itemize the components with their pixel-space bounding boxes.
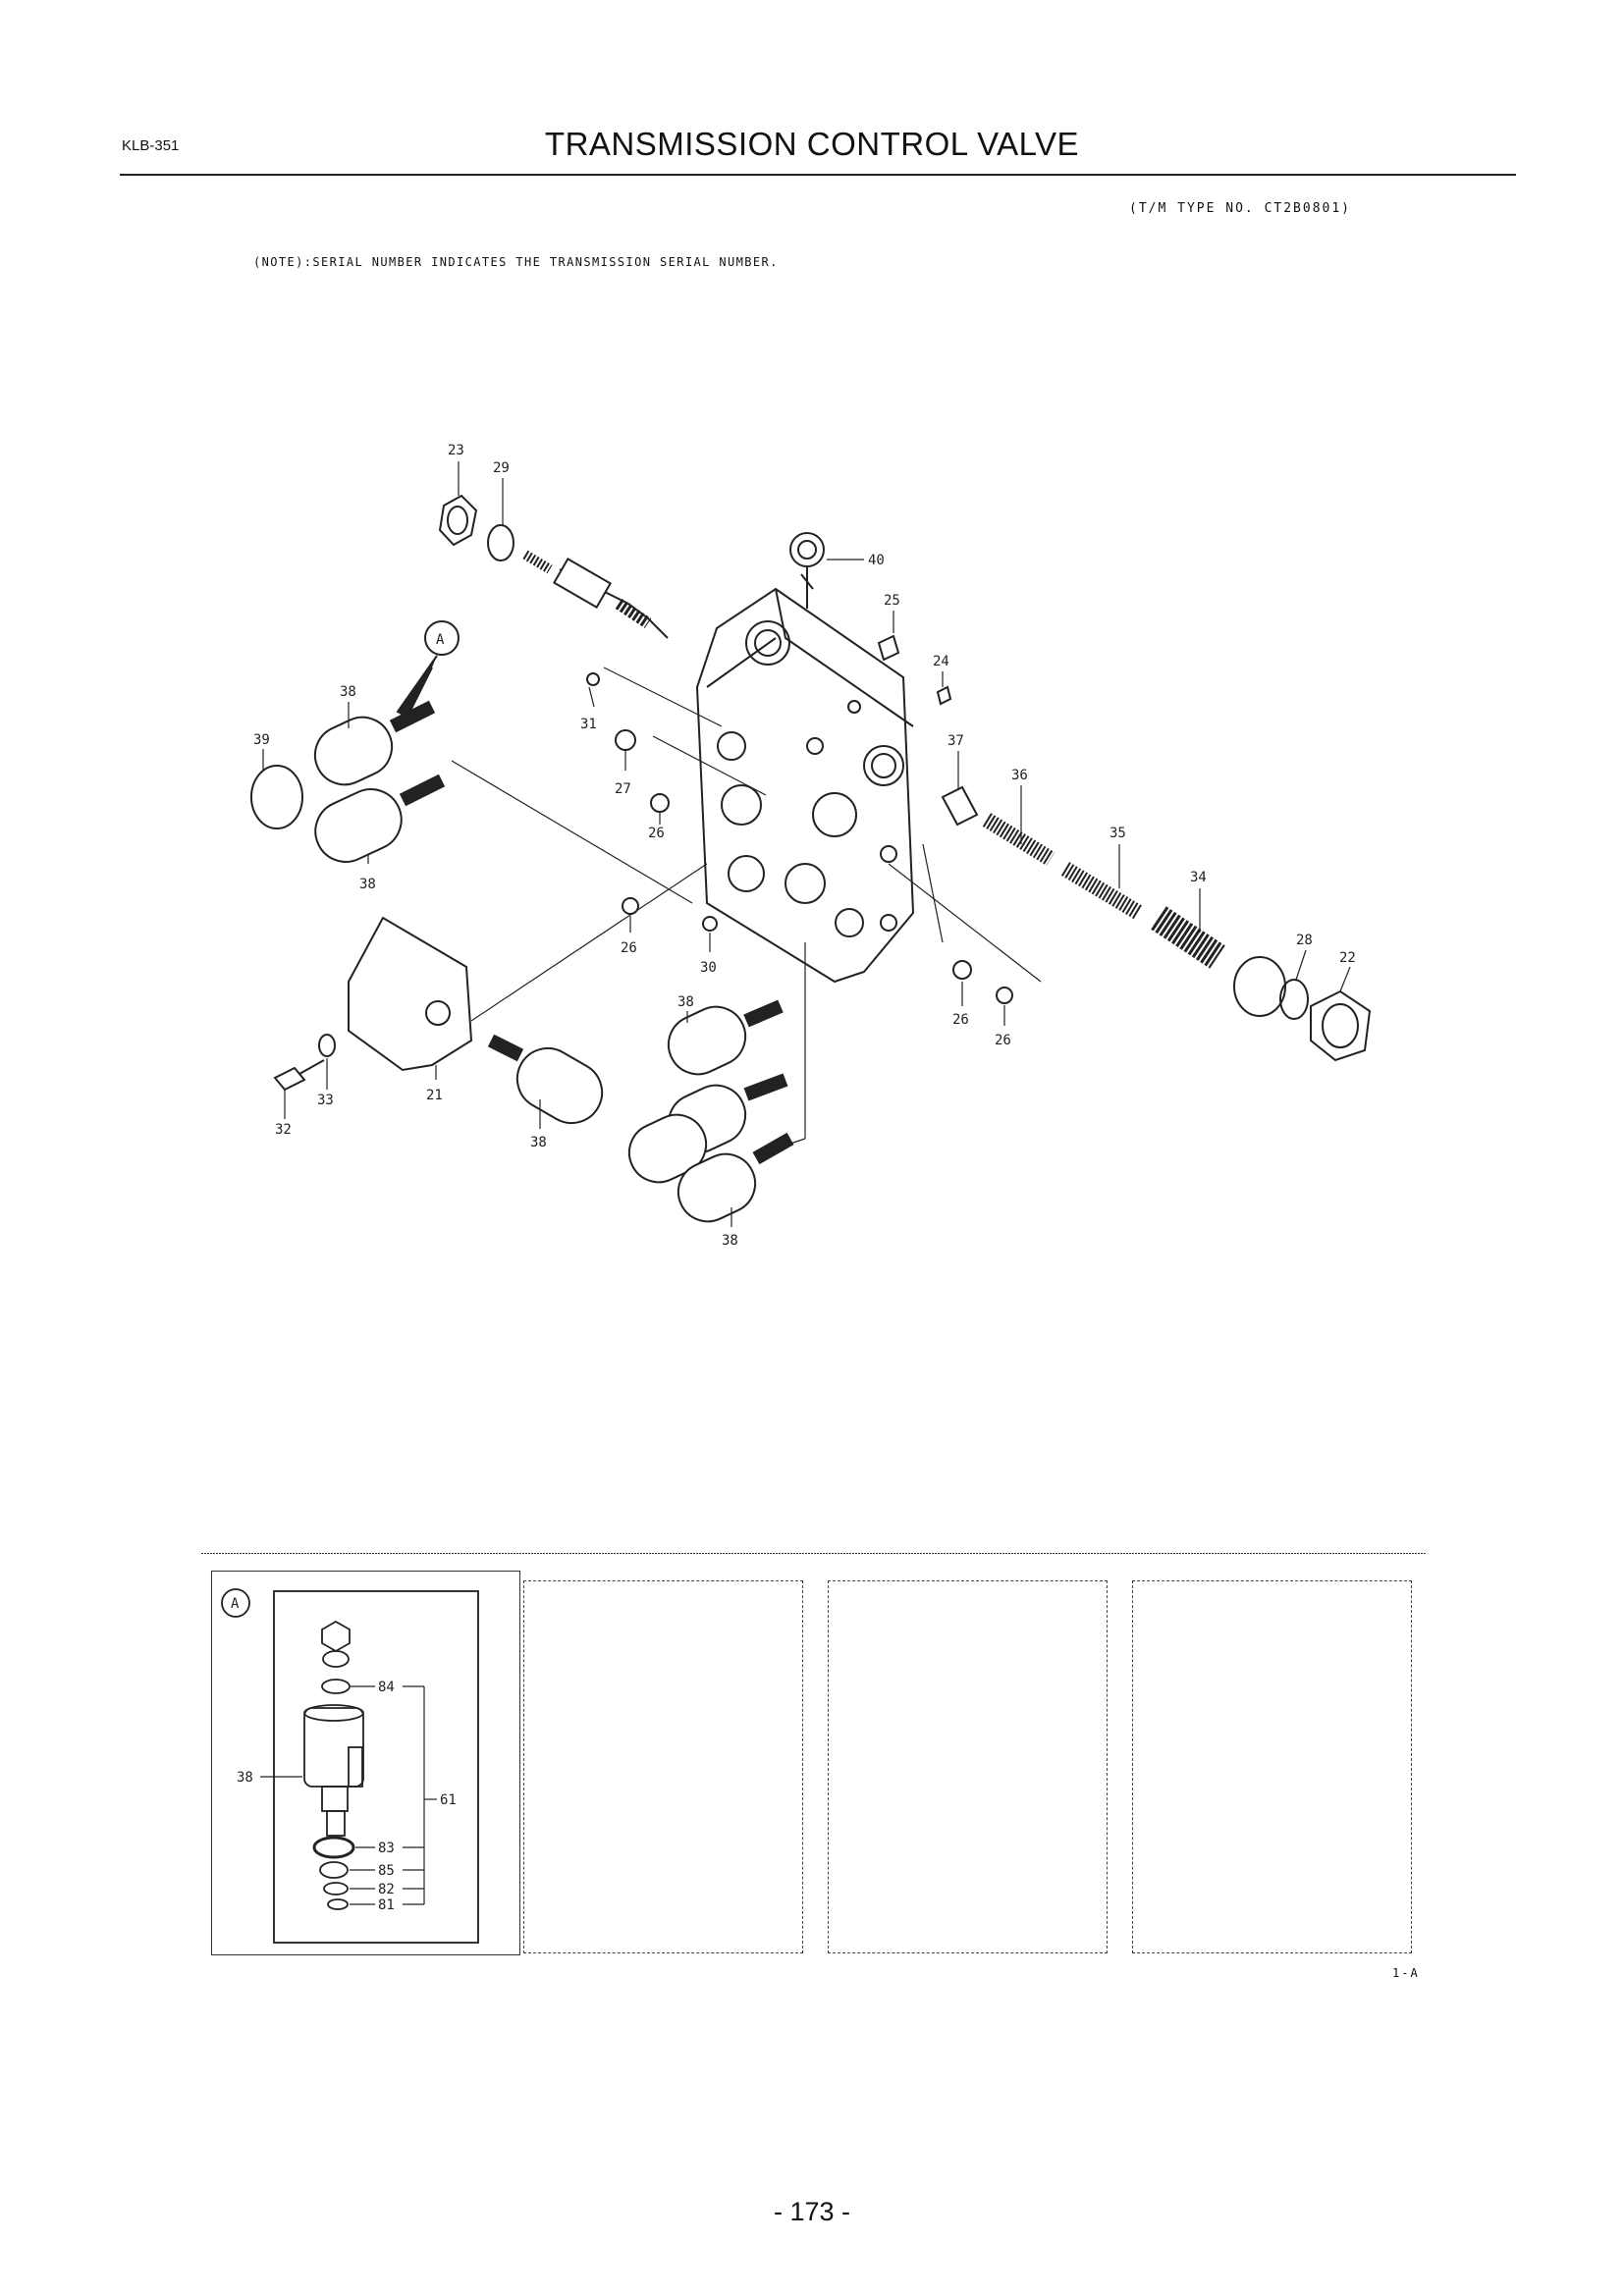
- callout-38-upper: 38: [340, 684, 356, 700]
- fitting-27: [615, 729, 636, 751]
- detail-label-61: 61: [440, 1792, 457, 1808]
- cap-28: [1233, 956, 1286, 1017]
- oring-28: [1279, 979, 1309, 1020]
- empty-detail-panel-1: [523, 1580, 803, 1953]
- oring-31: [586, 672, 600, 686]
- plug-23: [438, 494, 478, 547]
- callout-24: 24: [933, 654, 949, 669]
- oring-30: [702, 916, 718, 932]
- callout-33: 33: [317, 1093, 334, 1108]
- valve-body: [695, 587, 915, 984]
- callout-27: 27: [615, 781, 631, 797]
- callout-36: 36: [1011, 768, 1028, 783]
- serial-number-note: (NOTE):SERIAL NUMBER INDICATES THE TRANS…: [253, 255, 779, 269]
- detail-seal: [322, 1650, 350, 1668]
- solenoid-38-left: [314, 788, 403, 863]
- callout-40: 40: [868, 553, 885, 568]
- callout-26-c: 26: [952, 1012, 969, 1028]
- view-a-marker: [424, 620, 460, 656]
- callout-30: 30: [700, 960, 717, 976]
- solenoid-38-upper: [313, 716, 394, 786]
- callout-23: 23: [448, 443, 464, 458]
- fitting-24: [936, 685, 952, 706]
- callout-26-a: 26: [648, 826, 665, 841]
- empty-detail-panel-3: [1132, 1580, 1412, 1953]
- solenoid-38-cover: [515, 1047, 604, 1124]
- detail-label-82: 82: [378, 1882, 395, 1897]
- callout-26-b: 26: [621, 940, 637, 956]
- solenoid-38-mid: [667, 1005, 747, 1076]
- callout-38-mid: 38: [677, 994, 694, 1010]
- empty-detail-panel-2: [828, 1580, 1108, 1953]
- page-number: - 173 -: [773, 2197, 851, 2226]
- detail-view-a-inner-frame: [273, 1590, 479, 1944]
- view-a-marker-letter: A: [436, 632, 445, 648]
- callout-37: 37: [947, 733, 964, 749]
- cover-21: [348, 916, 473, 1072]
- callout-38-left: 38: [359, 877, 376, 892]
- detail-label-38: 38: [237, 1770, 253, 1786]
- callout-31: 31: [580, 717, 597, 732]
- callout-29: 29: [493, 460, 510, 476]
- fitting-26d: [996, 987, 1013, 1004]
- page-title: TRANSMISSION CONTROL VALVE: [544, 126, 1080, 162]
- detail-a-marker: [221, 1588, 250, 1618]
- callout-34: 34: [1190, 870, 1207, 885]
- detail-label-85: 85: [378, 1863, 395, 1879]
- detail-a-letter: A: [231, 1596, 240, 1612]
- view-a-arrow: [396, 655, 438, 719]
- detail-nut: [321, 1620, 351, 1653]
- callout-22: 22: [1339, 950, 1356, 966]
- callout-39: 39: [253, 732, 270, 748]
- document-code: KLB-351: [122, 137, 180, 154]
- callout-35: 35: [1110, 826, 1126, 841]
- bolt-32: [273, 1066, 306, 1092]
- callout-32: 32: [275, 1122, 292, 1138]
- solenoid-38-low3: [677, 1152, 757, 1223]
- callout-38-low: 38: [722, 1233, 738, 1249]
- washer-33: [318, 1034, 336, 1057]
- callout-28: 28: [1296, 933, 1313, 948]
- plunger-37: [941, 785, 979, 827]
- fitting-26a: [650, 793, 670, 813]
- detail-label-84: 84: [378, 1680, 395, 1695]
- detail-label-83: 83: [378, 1841, 395, 1856]
- transmission-type-number: (T/M TYPE NO. CT2B0801): [1129, 201, 1352, 216]
- detail-label-81: 81: [378, 1897, 395, 1913]
- detail-oring-83: [312, 1836, 355, 1859]
- section-divider: [201, 1553, 1427, 1554]
- spring-36: [982, 813, 1056, 866]
- spring-34: [1151, 906, 1225, 969]
- figure-reference: 1-A: [1392, 1966, 1420, 1980]
- fitting-26c: [952, 960, 972, 980]
- solenoid-38-low2: [627, 1113, 708, 1184]
- detail-oring-82: [323, 1882, 349, 1896]
- fitting-25: [877, 634, 900, 662]
- callout-26-d: 26: [995, 1033, 1011, 1048]
- detail-oring-85: [319, 1861, 349, 1879]
- detail-oring-81: [327, 1898, 349, 1910]
- plug-39: [250, 765, 303, 829]
- oring-29: [487, 524, 514, 561]
- detail-view-a-frame: [211, 1571, 520, 1955]
- spring-35: [1060, 862, 1144, 920]
- header-divider: [120, 174, 1516, 176]
- callout-38-cover: 38: [530, 1135, 547, 1150]
- callout-25: 25: [884, 593, 900, 609]
- fitting-26b: [622, 897, 639, 915]
- detail-oring-84: [321, 1679, 351, 1694]
- callout-21: 21: [426, 1088, 443, 1103]
